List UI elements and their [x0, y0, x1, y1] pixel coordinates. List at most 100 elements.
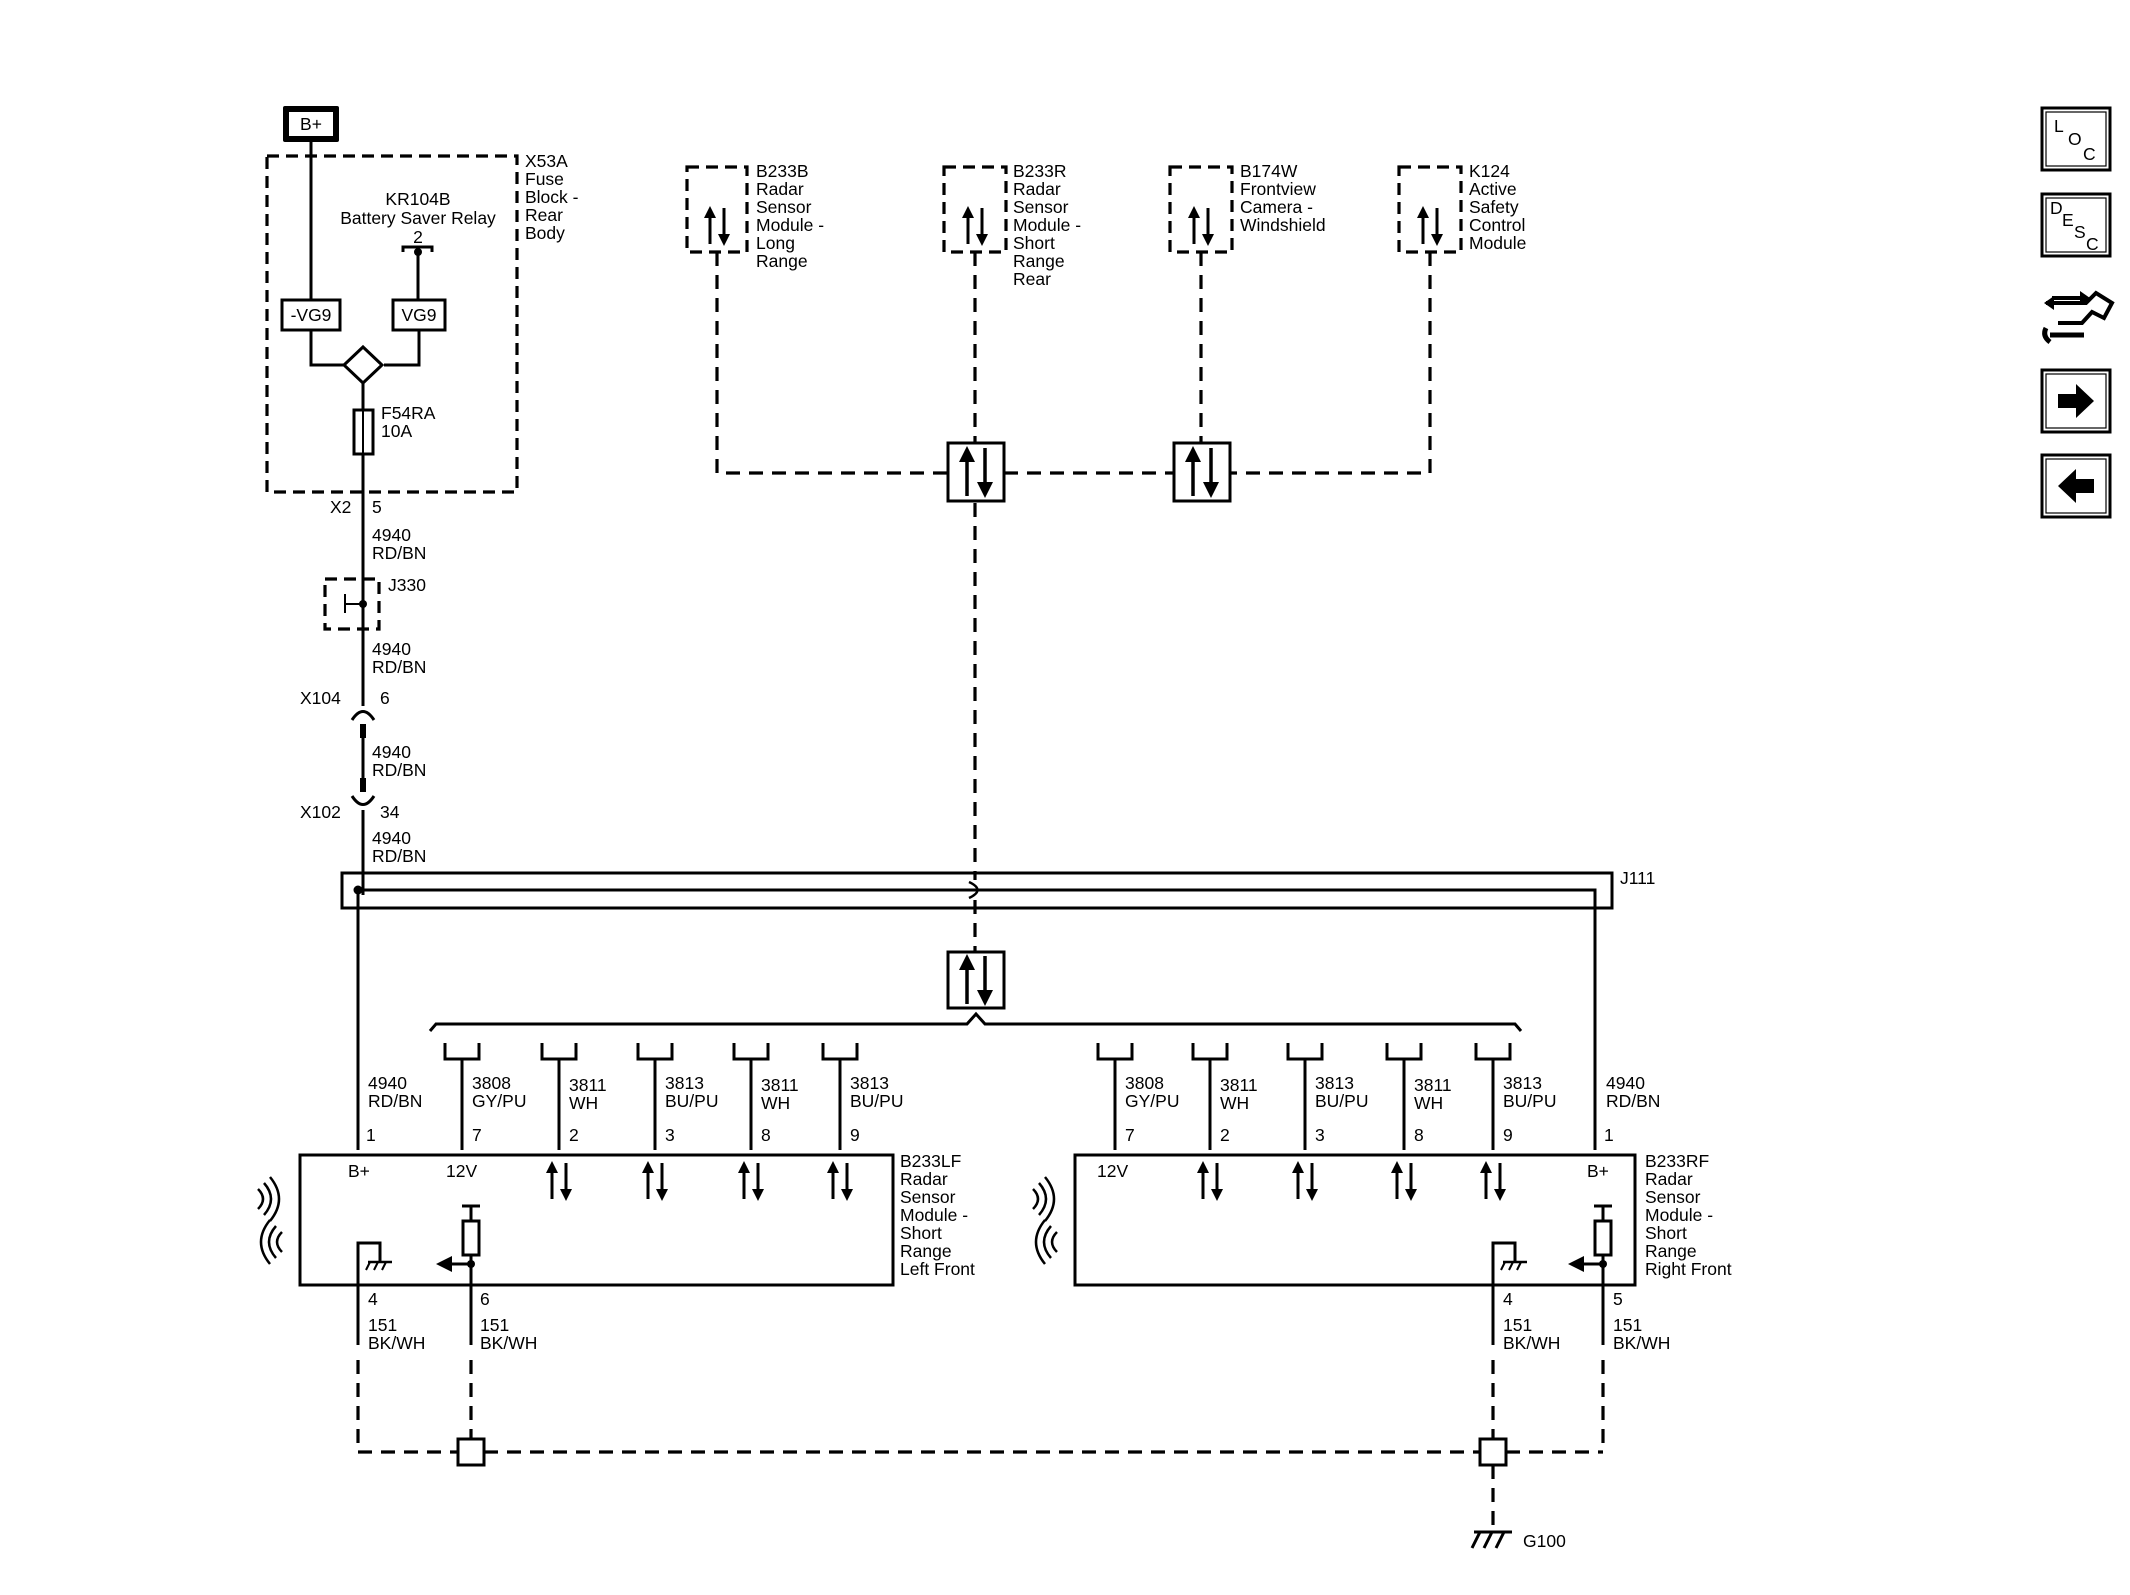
svg-text:Module -: Module -: [756, 215, 824, 235]
svg-text:Block -: Block -: [525, 187, 579, 207]
description-button[interactable]: D E S C: [2040, 192, 2112, 258]
svg-text:RD/BN: RD/BN: [372, 657, 426, 677]
svg-text:WH: WH: [761, 1093, 790, 1113]
svg-text:WH: WH: [1414, 1093, 1443, 1113]
svg-text:3813: 3813: [1315, 1073, 1354, 1093]
splice-pack-j111: J111: [340, 868, 1655, 1150]
svg-text:Range: Range: [900, 1241, 952, 1261]
svg-text:G100: G100: [1523, 1531, 1566, 1551]
svg-text:7: 7: [472, 1125, 482, 1145]
svg-text:151: 151: [368, 1315, 397, 1335]
module-k124: K124 Active Safety Control Module: [1397, 161, 1526, 254]
svg-text:8: 8: [761, 1125, 771, 1145]
svg-text:Frontview: Frontview: [1240, 179, 1316, 199]
svg-text:4: 4: [368, 1289, 378, 1309]
svg-text:Range: Range: [756, 251, 808, 271]
svg-text:WH: WH: [569, 1093, 598, 1113]
arrow-right-icon[interactable]: [2040, 368, 2112, 434]
svg-text:BK/WH: BK/WH: [1613, 1333, 1670, 1353]
svg-text:BK/WH: BK/WH: [1503, 1333, 1560, 1353]
harness-brace: [428, 1011, 1523, 1032]
svg-text:4: 4: [1503, 1289, 1513, 1309]
svg-text:BU/PU: BU/PU: [665, 1091, 718, 1111]
inline-connector-x102: X102 34: [300, 778, 400, 822]
radar-receive-icon: [1034, 1218, 1059, 1266]
svg-text:9: 9: [850, 1125, 860, 1145]
svg-text:6: 6: [380, 688, 390, 708]
svg-text:RD/BN: RD/BN: [368, 1091, 422, 1111]
svg-text:3: 3: [1315, 1125, 1325, 1145]
svg-text:Sensor: Sensor: [1013, 197, 1069, 217]
svg-text:6: 6: [480, 1289, 490, 1309]
svg-text:Sensor: Sensor: [756, 197, 812, 217]
svg-text:RD/BN: RD/BN: [372, 846, 426, 866]
svg-text:3813: 3813: [1503, 1073, 1542, 1093]
serial-data-network: [715, 252, 1432, 952]
svg-text:BU/PU: BU/PU: [1315, 1091, 1368, 1111]
connector-harness-icon[interactable]: [2042, 290, 2115, 344]
svg-text:4940: 4940: [372, 828, 411, 848]
svg-text:Module: Module: [1469, 233, 1526, 253]
svg-text:Left Front: Left Front: [900, 1259, 975, 1279]
svg-text:10A: 10A: [381, 421, 412, 441]
serial-data-star-2: [1172, 441, 1232, 503]
svg-text:4940: 4940: [372, 742, 411, 762]
svg-text:Radar: Radar: [900, 1169, 948, 1189]
svg-text:J111: J111: [1620, 868, 1655, 888]
svg-text:B233B: B233B: [756, 161, 809, 181]
svg-text:4940: 4940: [372, 639, 411, 659]
svg-text:RD/BN: RD/BN: [372, 760, 426, 780]
svg-text:3811: 3811: [761, 1075, 799, 1095]
splice-j330: J330: [323, 575, 426, 633]
battery-terminal: B+: [283, 106, 339, 142]
svg-text:Right Front: Right Front: [1645, 1259, 1732, 1279]
svg-text:Fuse: Fuse: [525, 169, 564, 189]
ground-circuits: 4 6 151 BK/WH 151 BK/WH 4 5 151 BK/WH 15…: [356, 1285, 1670, 1530]
svg-text:Rear: Rear: [525, 205, 563, 225]
svg-text:C: C: [2083, 144, 2096, 164]
location-button[interactable]: L O C: [2040, 106, 2112, 172]
svg-text:BU/PU: BU/PU: [1503, 1091, 1556, 1111]
svg-text:Sensor: Sensor: [900, 1187, 956, 1207]
svg-text:O: O: [2068, 129, 2082, 149]
svg-text:Camera -: Camera -: [1240, 197, 1313, 217]
svg-text:C: C: [2086, 234, 2099, 254]
svg-text:151: 151: [1613, 1315, 1642, 1335]
svg-text:Safety: Safety: [1469, 197, 1519, 217]
svg-text:3813: 3813: [850, 1073, 889, 1093]
svg-text:Radar: Radar: [756, 179, 804, 199]
svg-text:Module -: Module -: [1645, 1205, 1713, 1225]
svg-text:3808: 3808: [1125, 1073, 1164, 1093]
svg-text:Radar: Radar: [1013, 179, 1061, 199]
inline-connector-x104: X104 6: [300, 688, 390, 738]
svg-text:B174W: B174W: [1240, 161, 1298, 181]
svg-text:Control: Control: [1469, 215, 1525, 235]
svg-text:-VG9: -VG9: [291, 305, 332, 325]
svg-text:B+: B+: [300, 114, 322, 134]
arrow-left-icon[interactable]: [2040, 453, 2112, 519]
svg-text:3811: 3811: [569, 1075, 607, 1095]
svg-text:L: L: [2054, 116, 2064, 136]
svg-text:Range: Range: [1013, 251, 1065, 271]
svg-text:X102: X102: [300, 802, 341, 822]
svg-text:1: 1: [366, 1125, 376, 1145]
svg-text:9: 9: [1503, 1125, 1513, 1145]
svg-text:X2: X2: [330, 497, 351, 517]
svg-text:Active: Active: [1469, 179, 1517, 199]
svg-text:RD/BN: RD/BN: [1606, 1091, 1660, 1111]
svg-text:B233R: B233R: [1013, 161, 1067, 181]
svg-text:KR104B: KR104B: [385, 189, 450, 209]
svg-text:J330: J330: [388, 575, 426, 595]
svg-text:RD/BN: RD/BN: [372, 543, 426, 563]
svg-text:Short: Short: [900, 1223, 942, 1243]
left-taps: 3808 GY/PU 3811 WH 3813 BU/PU 3811 WH 38…: [443, 1041, 903, 1150]
bus-bar-right: VG9: [391, 298, 447, 332]
right-taps: 3808 GY/PU 3811 WH 3813 BU/PU 3811 WH 38…: [1096, 1041, 1556, 1150]
svg-text:Body: Body: [525, 223, 565, 243]
svg-text:4940: 4940: [372, 525, 411, 545]
svg-text:Sensor: Sensor: [1645, 1187, 1701, 1207]
bus-bar-left: -VG9: [280, 298, 342, 332]
svg-text:3813: 3813: [665, 1073, 704, 1093]
svg-text:Battery Saver Relay: Battery Saver Relay: [340, 208, 496, 228]
